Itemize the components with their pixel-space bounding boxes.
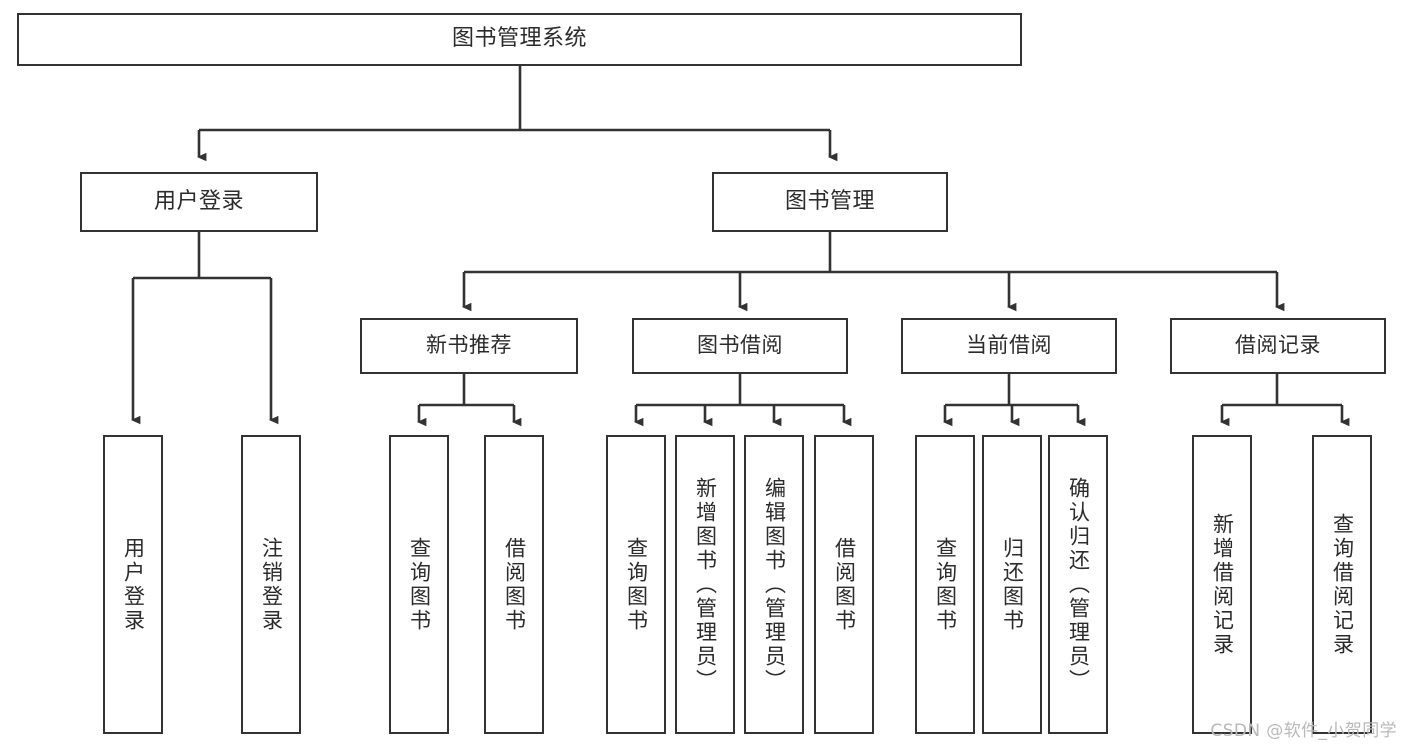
node-book-borrow[interactable]: 图书借阅 [632,318,848,374]
node-new-book-recommend-label: 新书推荐 [426,333,512,358]
node-leaf-query-book-3[interactable]: 查询图书 [915,435,975,734]
node-leaf-query-record-label: 查询借阅记录 [1330,512,1355,657]
node-leaf-logout[interactable]: 注销登录 [241,435,301,734]
node-leaf-borrow-book-2[interactable]: 借阅图书 [814,435,874,734]
node-borrow-record[interactable]: 借阅记录 [1170,318,1386,374]
node-leaf-add-record-label: 新增借阅记录 [1210,512,1235,657]
node-user-login[interactable]: 用户登录 [80,172,318,232]
node-leaf-query-book-3-label: 查询图书 [933,536,958,633]
node-leaf-query-book-2-label: 查询图书 [624,536,649,633]
node-leaf-confirm-return[interactable]: 确认归还（管理员） [1048,435,1108,734]
node-leaf-edit-book-label: 编辑图书（管理员） [762,476,787,693]
node-leaf-user-login[interactable]: 用户登录 [103,435,163,734]
node-current-borrow[interactable]: 当前借阅 [901,318,1117,374]
node-leaf-borrow-book-2-label: 借阅图书 [832,536,857,633]
node-book-manage-label: 图书管理 [784,188,875,214]
node-root-label: 图书管理系统 [451,26,587,52]
node-leaf-query-book-1-label: 查询图书 [407,536,432,633]
node-user-login-label: 用户登录 [153,188,244,214]
node-borrow-record-label: 借阅记录 [1235,333,1321,358]
node-current-borrow-label: 当前借阅 [966,333,1052,358]
node-leaf-query-book-1[interactable]: 查询图书 [389,435,449,734]
node-book-borrow-label: 图书借阅 [697,333,783,358]
node-leaf-edit-book[interactable]: 编辑图书（管理员） [744,435,804,734]
node-root[interactable]: 图书管理系统 [17,13,1022,66]
node-leaf-user-login-label: 用户登录 [121,536,146,633]
node-leaf-query-record[interactable]: 查询借阅记录 [1312,435,1372,734]
node-leaf-borrow-book-1[interactable]: 借阅图书 [484,435,544,734]
node-leaf-add-record[interactable]: 新增借阅记录 [1192,435,1252,734]
node-new-book-recommend[interactable]: 新书推荐 [360,318,578,374]
node-leaf-query-book-2[interactable]: 查询图书 [606,435,666,734]
watermark: CSDN @软件_小贺同学 [1210,721,1397,741]
node-leaf-return-book-label: 归还图书 [1000,536,1025,633]
node-leaf-borrow-book-1-label: 借阅图书 [502,536,527,633]
node-leaf-return-book[interactable]: 归还图书 [982,435,1042,734]
node-leaf-add-book[interactable]: 新增图书（管理员） [675,435,735,734]
node-leaf-logout-label: 注销登录 [259,536,284,633]
node-book-manage[interactable]: 图书管理 [712,172,948,232]
node-leaf-add-book-label: 新增图书（管理员） [693,476,718,693]
node-leaf-confirm-return-label: 确认归还（管理员） [1066,476,1091,693]
